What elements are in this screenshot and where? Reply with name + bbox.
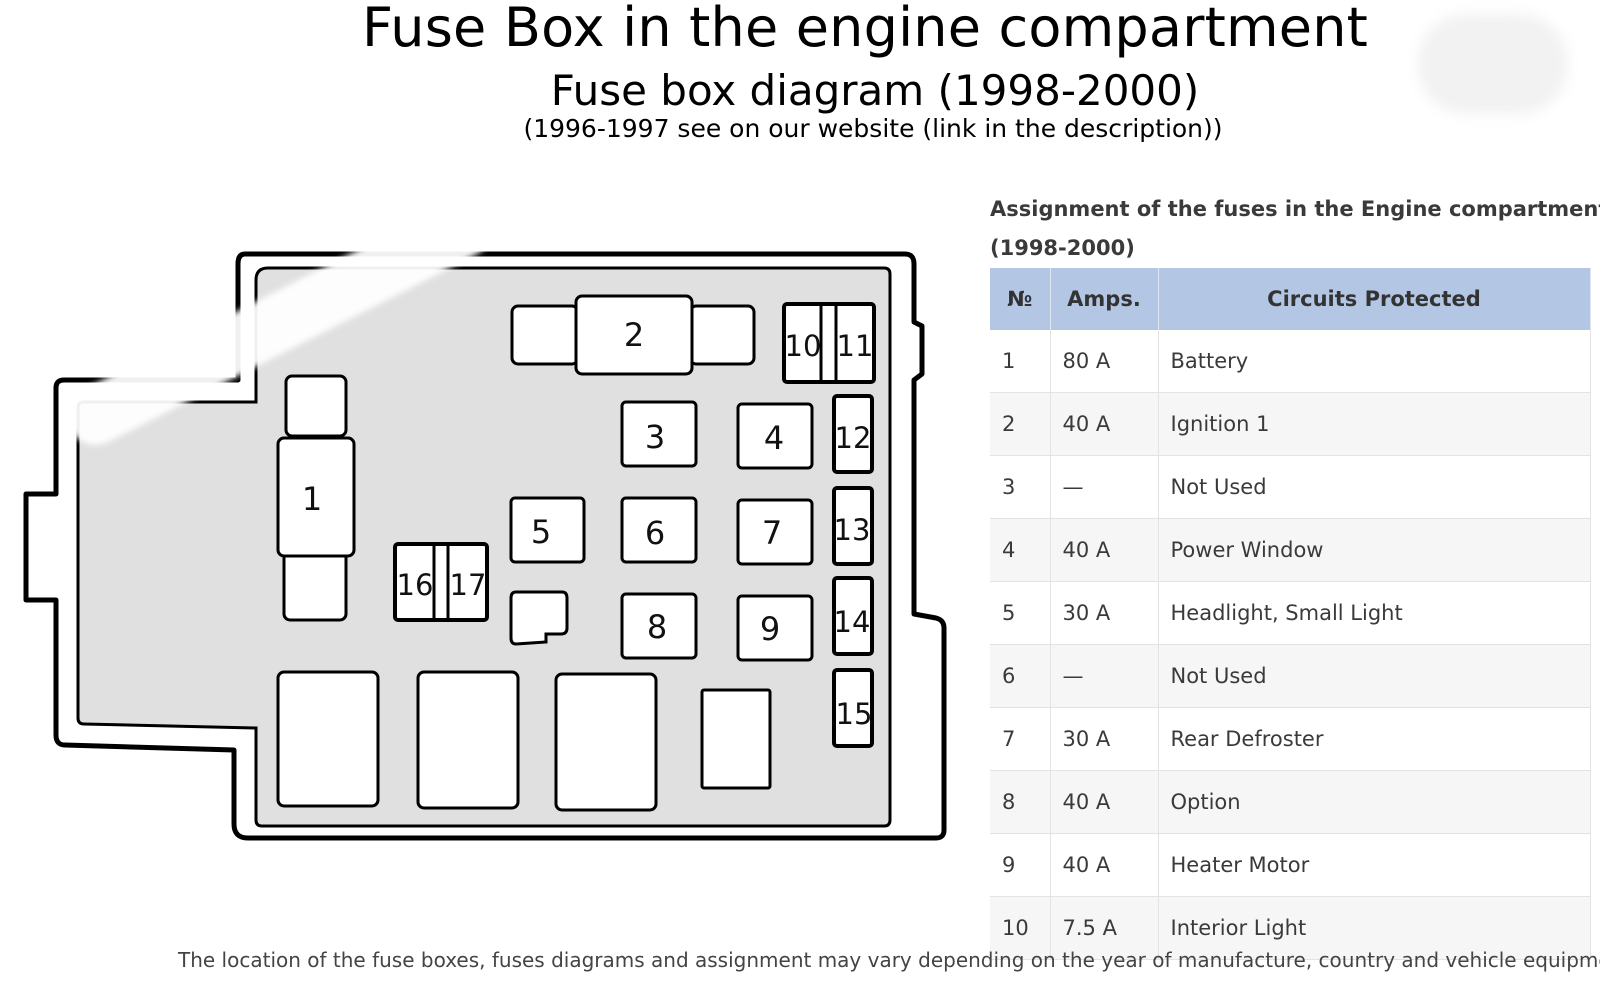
table-caption-years: (1998-2000) (990, 236, 1135, 260)
header-amps: Amps. (1050, 268, 1159, 330)
fuse-3 (620, 400, 698, 468)
header-number: № (990, 268, 1051, 330)
fuse-box-diagram: 2 10 11 1 3 4 12 5 6 7 13 16 17 8 9 14 1… (23, 251, 947, 841)
fuse-circuit: Option (1158, 770, 1591, 834)
fuse-amps: 40 A (1050, 770, 1159, 834)
fuse-number: 3 (990, 455, 1051, 519)
fuse-number: 10 (990, 896, 1051, 960)
table-row: 6—Not Used (990, 644, 1591, 708)
table-row: 3—Not Used (990, 455, 1591, 519)
fuse-label-9: 9 (760, 610, 780, 648)
fuse-amps: 40 A (1050, 392, 1159, 456)
blurred-logo (1418, 14, 1568, 114)
fuse-label-4: 4 (764, 419, 784, 457)
table-header-row: № Amps. Circuits Protected (990, 268, 1591, 330)
fuse-1-bottom-connector (282, 546, 348, 622)
fuse-2 (574, 294, 694, 376)
fuse-12 (832, 394, 874, 474)
fuse-number: 8 (990, 770, 1051, 834)
page-subtitle: Fuse box diagram (1998-2000) (550, 66, 1200, 115)
fuse-label-15: 15 (836, 697, 873, 731)
fuse-label-2: 2 (624, 316, 644, 354)
fuse-circuit: Power Window (1158, 518, 1591, 582)
fuse-16-17-block (393, 542, 489, 622)
fuse-circuit: Battery (1158, 330, 1591, 393)
disclaimer-footer: The location of the fuse boxes, fuses di… (178, 948, 1600, 972)
fuse-label-10: 10 (785, 329, 822, 363)
table-caption-title: Assignment of the fuses in the Engine co… (990, 197, 1600, 221)
fuse-number: 9 (990, 833, 1051, 897)
fuse-label-17: 17 (450, 568, 487, 602)
fuse-amps: 30 A (1050, 581, 1159, 645)
fuse-label-7: 7 (762, 514, 782, 552)
relay-slot (276, 670, 380, 808)
fuse-amps: — (1050, 455, 1159, 519)
fuse-label-6: 6 (645, 514, 665, 552)
fuse-1-top-connector (284, 374, 348, 438)
relay-socket (509, 590, 569, 646)
fuse-amps: 40 A (1050, 518, 1159, 582)
fuse-number: 5 (990, 581, 1051, 645)
fuse-14 (832, 576, 874, 656)
page-title: Fuse Box in the engine compartment (361, 0, 1368, 59)
fuse-5 (509, 496, 586, 564)
fuse-2-connector-right (688, 304, 756, 366)
fuse-13 (832, 486, 874, 566)
fuse-amps: 30 A (1050, 707, 1159, 771)
fuse-circuit: Not Used (1158, 455, 1591, 519)
fuse-label-12: 12 (835, 421, 872, 455)
fuse-label-8: 8 (647, 608, 667, 646)
fuse-1 (276, 436, 356, 558)
fuse-label-13: 13 (834, 513, 871, 547)
fuse-9 (736, 594, 814, 662)
fuse-number: 4 (990, 518, 1051, 582)
fuse-number: 7 (990, 707, 1051, 771)
fuse-label-11: 11 (837, 329, 874, 363)
fuse-circuit: Not Used (1158, 644, 1591, 708)
fuse-7 (736, 498, 814, 566)
relay-slot (554, 672, 658, 812)
fuse-circuit: Interior Light (1158, 896, 1591, 960)
fuse-amps: 7.5 A (1050, 896, 1159, 960)
fuse-10-11-block (782, 302, 876, 384)
fuse-label-5: 5 (531, 513, 551, 551)
fuse-8 (620, 592, 698, 660)
header-circuits: Circuits Protected (1158, 268, 1591, 330)
relay-slot (700, 688, 772, 790)
fuse-label-1: 1 (302, 480, 322, 518)
table-caption: Assignment of the fuses in the Engine co… (990, 190, 1600, 268)
fuse-amps: — (1050, 644, 1159, 708)
fuse-amps: 80 A (1050, 330, 1159, 393)
fuse-number: 2 (990, 392, 1051, 456)
fuse-amps: 40 A (1050, 833, 1159, 897)
fuse-label-16: 16 (397, 568, 434, 602)
fuse-number: 6 (990, 644, 1051, 708)
fuse-2-connector-left (510, 304, 580, 366)
fuse-15 (832, 668, 874, 748)
fuse-circuit: Rear Defroster (1158, 707, 1591, 771)
fuse-6 (620, 496, 698, 564)
fuse-4 (736, 402, 814, 470)
fuse-circuit: Heater Motor (1158, 833, 1591, 897)
relay-slot (416, 670, 520, 810)
fuse-number: 1 (990, 330, 1051, 393)
fuse-label-3: 3 (645, 418, 665, 456)
fuse-label-14: 14 (834, 605, 871, 639)
fuse-circuit: Headlight, Small Light (1158, 581, 1591, 645)
website-note: (1996-1997 see on our website (link in t… (523, 114, 1223, 143)
fuse-circuit: Ignition 1 (1158, 392, 1591, 456)
